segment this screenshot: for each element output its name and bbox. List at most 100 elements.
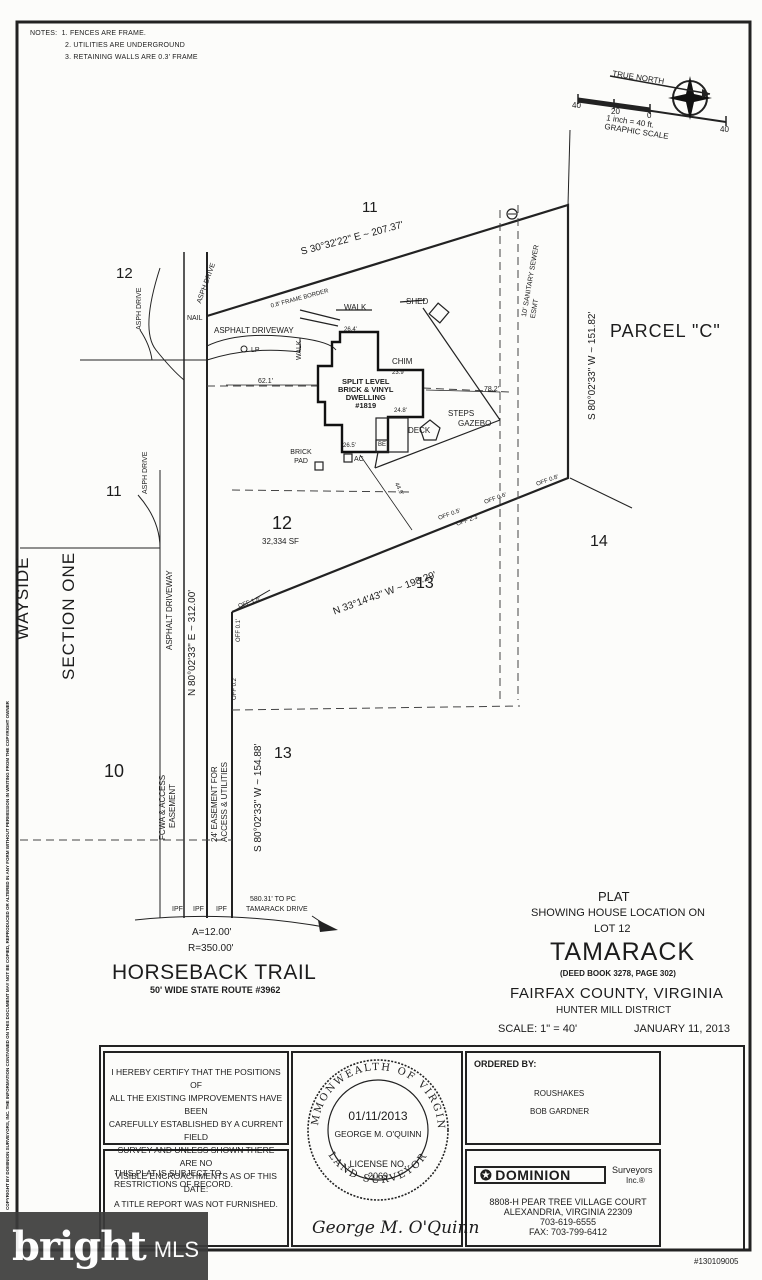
walk-label: WALK xyxy=(344,303,367,312)
bearing-east-line: S 80°02'33" W ~ 151.82' xyxy=(587,311,598,420)
title-report-text: A TITLE REPORT WAS NOT FURNISHED. xyxy=(114,1199,278,1209)
arc-radius: R=350.00' xyxy=(188,943,234,954)
scale-tick-40-right: 40 xyxy=(720,125,729,134)
dwelling-line-1: SPLIT LEVEL xyxy=(341,377,390,386)
seal-license-label: LICENSE NO. xyxy=(349,1159,407,1169)
ordered-by-label: ORDERED BY: xyxy=(474,1059,537,1069)
easement-line-1: 24' EASEMENT FOR xyxy=(210,766,219,842)
access-easement-label: 24' EASEMENT FOR ACCESS & UTILITIES xyxy=(210,762,230,842)
notes-block: NOTES: 1. FENCES ARE FRAME. 2. UTILITIES… xyxy=(30,28,198,64)
title-plat: PLAT xyxy=(598,889,630,904)
road-description: 50' WIDE STATE ROUTE #3962 xyxy=(150,985,281,995)
restrictions-text: THIS PLAT IS SUBJECT TO RESTRICTIONS OF … xyxy=(114,1168,233,1190)
dim-78-2: 78.2' xyxy=(484,386,499,393)
surveyor-signature: George M. O'Quinn xyxy=(312,1218,480,1238)
ordered-name-2: BOB GARDNER xyxy=(530,1107,590,1116)
certification-text: I HEREBY CERTIFY THAT THE POSITIONS OF A… xyxy=(108,1066,284,1196)
company-surveyors: Surveyors xyxy=(612,1165,653,1175)
road-name: HORSEBACK TRAIL xyxy=(112,961,317,984)
wayside-label: WAYSIDE xyxy=(13,556,32,640)
title-scale: SCALE: 1" = 40' xyxy=(498,1023,578,1035)
scale-tick-20: 20 xyxy=(611,107,620,116)
seal-license-no: 2069 xyxy=(367,1171,389,1181)
fcwa-easement-label: FCWA & ACCESS EASEMENT xyxy=(158,775,178,840)
north-arrow-icon xyxy=(609,75,712,120)
note-2: 2. UTILITIES ARE UNDERGROUND xyxy=(65,42,185,49)
company-phone: 703-619-6555 xyxy=(539,1217,597,1227)
company-fax: FAX: 703-799-6412 xyxy=(528,1227,608,1237)
dominion-name: DOMINION xyxy=(495,1167,571,1183)
seal-name: GEORGE M. O'QUINN xyxy=(334,1129,422,1139)
ipf-1: IPF xyxy=(172,906,183,913)
title-district: HUNTER MILL DISTRICT xyxy=(556,1005,672,1016)
dwelling-line-2: BRICK & VINYL xyxy=(338,385,394,394)
title-deed: (DEED BOOK 3278, PAGE 302) xyxy=(560,969,676,978)
document-number: #130109005 xyxy=(694,1257,739,1266)
cert-line-2: ALL THE EXISTING IMPROVEMENTS HAVE BEEN xyxy=(109,1093,283,1116)
deck-label: DECK xyxy=(408,426,431,435)
be-label: BE xyxy=(378,442,387,448)
title-date: JANUARY 11, 2013 xyxy=(634,1023,731,1035)
brick-pad-label: BRICK PAD xyxy=(290,449,312,465)
bearing-west-line: N 80°02'33" E ~ 312.00' xyxy=(187,589,198,696)
notes-heading: NOTES: xyxy=(30,30,58,37)
restrictions-line-2: RESTRICTIONS OF RECORD. xyxy=(114,1179,234,1189)
restrictions-line-1: THIS PLAT IS SUBJECT TO xyxy=(114,1168,222,1178)
pc-distance-2: TAMARACK DRIVE xyxy=(246,906,308,913)
company-inc: Inc.® xyxy=(626,1176,645,1185)
lot-12-left: 12 xyxy=(116,265,133,282)
section-one-label: SECTION ONE xyxy=(59,551,78,680)
dwelling-line-4: #1819 xyxy=(355,401,377,410)
copyright-side-text: COPYRIGHT BY DOMINION SURVEYORS, INC. TH… xyxy=(5,701,10,1210)
walk-label-2: WALK xyxy=(296,340,303,360)
nail-label: NAIL xyxy=(187,315,203,322)
graphic-scale xyxy=(577,94,727,126)
dim-62-1: 62.1' xyxy=(258,378,273,385)
steps-label: STEPS xyxy=(448,409,475,418)
lot-12-main: 12 xyxy=(272,513,293,533)
lp-label: LP xyxy=(251,347,260,354)
arc-length: A=12.00' xyxy=(192,927,232,938)
scale-tick-40-left: 40 xyxy=(572,101,581,110)
fcwa-line-2: EASEMENT xyxy=(168,783,177,828)
title-showing: SHOWING HOUSE LOCATION ON xyxy=(531,907,705,919)
dominion-star-icon: ✪ xyxy=(480,1166,493,1183)
off-0-1: OFF 0.1' xyxy=(236,618,242,642)
lot-11-left: 11 xyxy=(106,483,122,500)
title-subdivision: TAMARACK xyxy=(550,938,696,966)
gazebo-label: GAZEBO xyxy=(458,419,492,428)
lot-14: 14 xyxy=(590,533,608,550)
dim-24-8: 24.8' xyxy=(394,408,407,414)
cert-line-1: I HEREBY CERTIFY THAT THE POSITIONS OF xyxy=(111,1067,281,1090)
dim-23-9: 23.9' xyxy=(392,370,405,376)
note-3: 3. RETAINING WALLS ARE 0.3' FRAME xyxy=(65,54,198,61)
parcel-c-label: PARCEL "C" xyxy=(610,321,721,341)
cert-line-4: SURVEY AND UNLESS SHOWN THERE ARE NO xyxy=(117,1145,275,1168)
chim-label: CHIM xyxy=(392,357,413,366)
bearing-lower-line: S 80°02'33" W ~ 154.88' xyxy=(253,743,264,852)
dim-26-5: 26.5' xyxy=(343,443,356,449)
asphalt-driveway-label: ASPHALT DRIVEWAY xyxy=(214,326,294,335)
dwelling-line-3: DWELLING xyxy=(345,393,386,402)
ac-label: AC xyxy=(354,456,364,463)
bright-mls-watermark: bright MLS xyxy=(0,1212,208,1280)
shed-label: SHED xyxy=(406,297,429,306)
lot-13-lower: 13 xyxy=(274,745,292,762)
cert-line-5: VISIBLE ENCROACHMENTS AS OF THIS DATE: xyxy=(115,1171,277,1194)
off-0-2: OFF 0.2' xyxy=(232,676,238,700)
seal-date: 01/11/2013 xyxy=(348,1109,408,1123)
watermark-brand: bright xyxy=(12,1222,147,1270)
lot-11-top: 11 xyxy=(362,199,378,216)
asph-drive-1: ASPH DRIVE xyxy=(136,287,143,330)
lot-10: 10 xyxy=(104,761,125,781)
asph-drive-3: ASPH DRIVE xyxy=(142,451,149,494)
ipf-3: IPF xyxy=(216,906,227,913)
watermark-suffix: MLS xyxy=(153,1237,200,1262)
title-county: FAIRFAX COUNTY, VIRGINIA xyxy=(510,985,724,1002)
dim-26-4: 26.4' xyxy=(344,327,357,333)
dwelling-label: SPLIT LEVEL BRICK & VINYL DWELLING #1819 xyxy=(338,378,393,410)
cert-line-3: CAREFULLY ESTABLISHED BY A CURRENT FIELD xyxy=(108,1119,284,1142)
title-lot: LOT 12 xyxy=(594,923,631,935)
